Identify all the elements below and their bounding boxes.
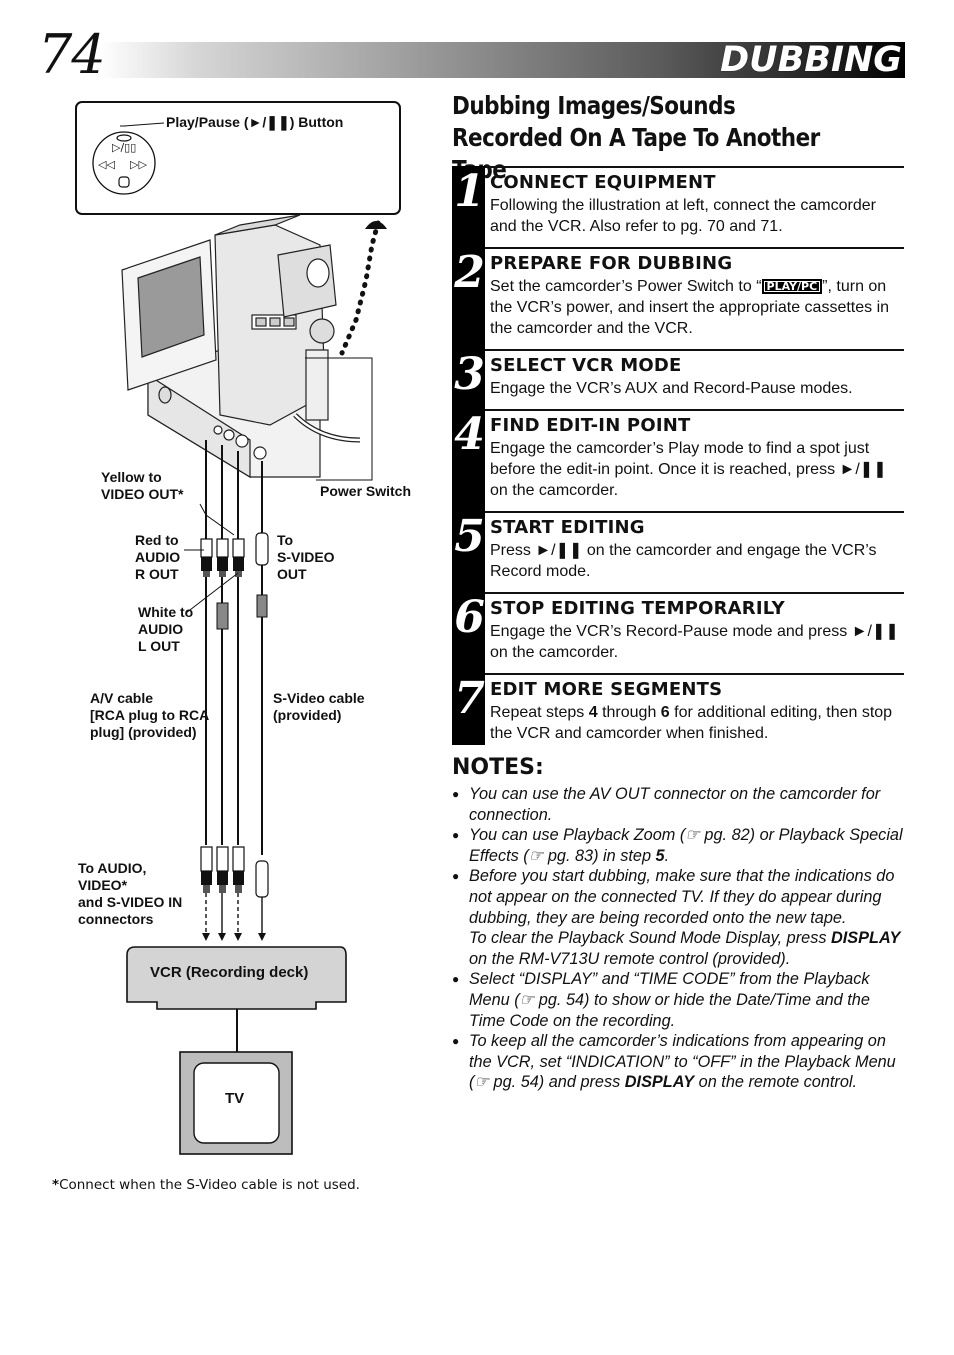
power-switch-label: Power Switch [320,483,412,499]
svg-text:◁◁: ◁◁ [98,158,115,171]
step-number: 4 [454,409,485,460]
page-number: 74 [38,23,106,86]
section-title: DUBBING [720,40,902,80]
note-item: ●To keep all the camcorder’s indications… [452,1032,896,1092]
step-title: FIND EDIT-IN POINT [490,415,691,436]
page-header: 74 DUBBING [0,0,954,95]
footnote: *Connect when the S-Video cable is not u… [52,1177,360,1193]
connection-diagram: ▷/▯▯ ◁◁ ▷▷ [20,95,440,1175]
note-item: ●Select “DISPLAY” and “TIME CODE” from t… [452,970,870,1030]
step-number: 2 [454,247,485,298]
notes-list: ●You can use the AV OUT connector on the… [452,784,904,1093]
vcr-label: VCR (Recording deck) [150,964,309,981]
step-title: EDIT MORE SEGMENTS [490,679,723,700]
step-number: 1 [454,166,485,217]
bullet-icon: ● [452,1034,460,1049]
bullet-icon: ● [452,972,460,987]
step-text: Engage the camcorder’s Play mode to find… [490,440,887,499]
bullet-icon: ● [452,787,460,801]
tv-label: TV [225,1090,245,1107]
header-gradient-bar [100,42,905,78]
bullet-icon: ● [452,828,460,843]
step-title: START EDITING [490,517,645,538]
step-title: STOP EDITING TEMPORARILY [490,598,785,619]
step-text: Repeat steps 4 through 6 for additional … [490,704,893,742]
step-title: CONNECT EQUIPMENT [490,172,716,193]
red-audio-r-label: Red to AUDIO R OUT [135,532,181,582]
note-item: ●Before you start dubbing, make sure tha… [452,867,901,968]
svideo-cable-label: S-Video cable (provided) [273,690,365,723]
footnote-text: Connect when the S-Video cable is not us… [59,1177,360,1193]
play-pc-badge: PLAY/PC [761,279,823,294]
step-number: 5 [454,511,485,562]
play-pause-button-label: Play/Pause (►/❚❚) Button [166,114,344,130]
rca-plugs-top [200,538,245,577]
step-number: 7 [454,673,485,724]
control-dial-icon: ▷/▯▯ ◁◁ ▷▷ [92,131,156,195]
bullet-icon: ● [452,869,460,884]
footnote-star: * [52,1177,60,1193]
camcorder-illustration [121,214,361,479]
av-cable-label: A/V cable [RCA plug to RCA plug] (provid… [90,690,210,740]
notes-title: NOTES: [452,755,544,780]
to-audio-video-in-label: To AUDIO, VIDEO* and S-VIDEO IN connecto… [78,860,183,927]
step-number: 6 [454,592,485,643]
step-number-bar [452,166,485,745]
step-title: SELECT VCR MODE [490,355,682,376]
rca-plugs-bottom [200,846,245,893]
steps-list: 1 CONNECT EQUIPMENT Following the illust… [452,166,904,745]
step-title: PREPARE FOR DUBBING [490,253,733,274]
step-text: Engage the VCR’s Record-Pause mode and p… [490,623,899,661]
vcr-box [126,946,347,1010]
svideo-out-label: To S-VIDEO OUT [277,532,335,582]
step-text: Engage the VCR’s AUX and Record-Pause mo… [490,380,853,397]
svg-text:▷/▯▯: ▷/▯▯ [112,141,136,154]
tv-illustration [179,1051,293,1155]
svg-text:▷▷: ▷▷ [130,158,147,171]
yellow-video-out-label: Yellow to VIDEO OUT* [101,469,184,502]
white-audio-l-label: White to AUDIO L OUT [138,604,194,654]
note-item: ●You can use Playback Zoom (☞ pg. 82) or… [452,826,903,865]
step-text: Set the camcorder’s Power Switch to “PLA… [490,278,890,337]
note-item: ●You can use the AV OUT connector on the… [452,785,881,824]
step-number: 3 [454,349,485,400]
step-text: Press ►/❚❚ on the camcorder and engage t… [490,542,877,580]
connection-illustration: ▷/▯▯ ◁◁ ▷▷ [75,101,401,1155]
step-text: Following the illustration at left, conn… [490,197,876,235]
